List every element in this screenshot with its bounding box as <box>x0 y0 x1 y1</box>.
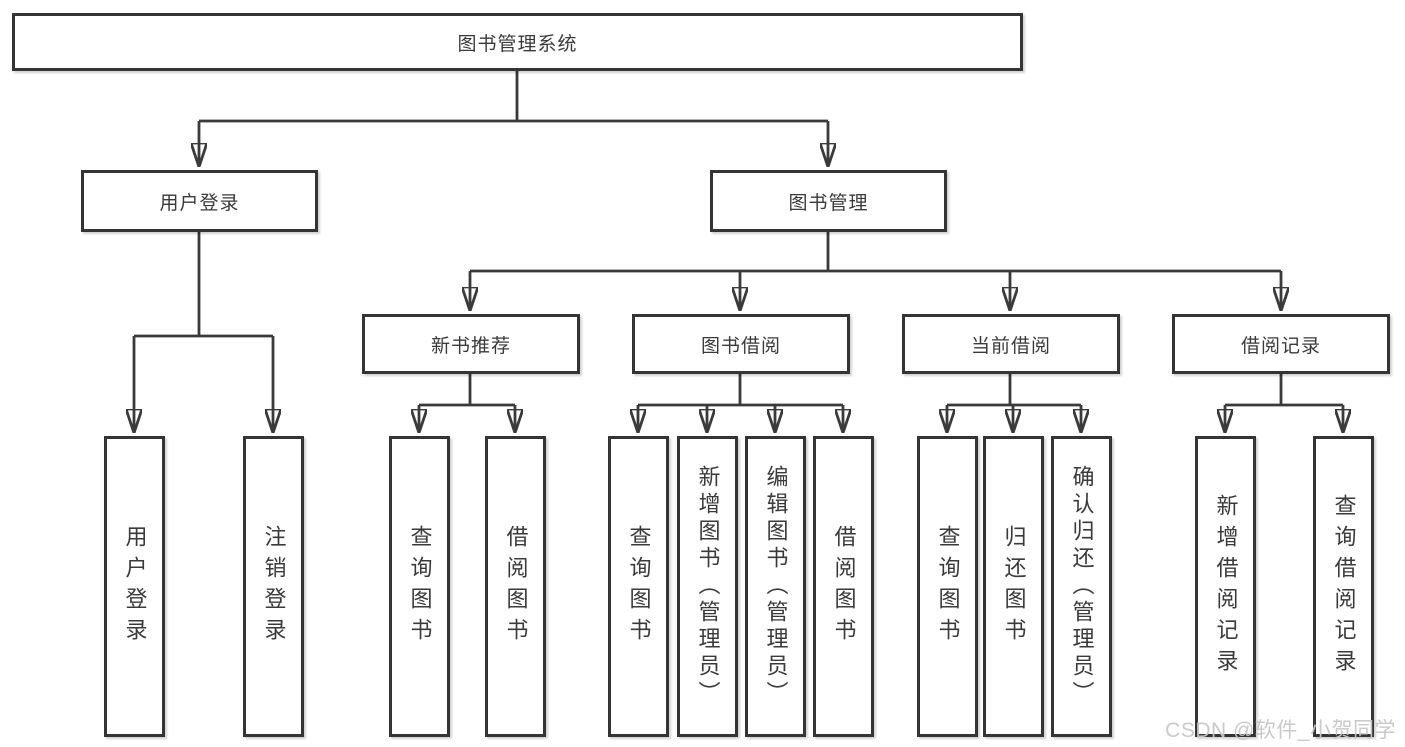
leaf-add-borrow-record: 新增借阅记录 <box>1195 436 1256 737</box>
node-label: 图书管理系统 <box>457 33 578 55</box>
leaf-label: 新增借阅记录 <box>1213 493 1239 680</box>
node-label: 当前借阅 <box>970 335 1051 357</box>
leaf-label: 用户登录 <box>122 524 148 649</box>
leaf-label: 查询图书 <box>626 524 652 649</box>
leaf-label: 编辑图书（管理员） <box>763 465 789 708</box>
leaf-label: 查询图书 <box>935 524 961 649</box>
leaf-label: 查询借阅记录 <box>1331 493 1357 680</box>
leaf-add-book-admin: 新增图书（管理员） <box>677 436 738 737</box>
node-book-management: 图书管理 <box>710 170 947 232</box>
leaf-borrow-books-recommend: 借阅图书 <box>485 436 546 737</box>
csdn-watermark: CSDN @软件_小贺同学 <box>1165 719 1396 742</box>
node-label: 图书管理 <box>788 192 869 214</box>
leaf-query-books-recommend: 查询图书 <box>389 436 450 737</box>
leaf-label: 归还图书 <box>1001 524 1027 649</box>
leaf-return-book: 归还图书 <box>983 436 1044 737</box>
leaf-label: 确认归还（管理员） <box>1069 465 1095 708</box>
node-library-management-system: 图书管理系统 <box>12 13 1023 71</box>
node-new-book-recommendation: 新书推荐 <box>362 314 580 374</box>
leaf-edit-book-admin: 编辑图书（管理员） <box>745 436 806 737</box>
leaf-user-login: 用户登录 <box>104 436 165 737</box>
leaf-query-books-current: 查询图书 <box>917 436 978 737</box>
node-label: 用户登录 <box>159 192 240 214</box>
node-label: 图书借阅 <box>700 335 781 357</box>
node-book-borrowing: 图书借阅 <box>632 314 850 374</box>
leaf-query-borrow-record: 查询借阅记录 <box>1313 436 1374 737</box>
leaf-label: 新增图书（管理员） <box>695 465 721 708</box>
leaf-borrow-books-borrowing: 借阅图书 <box>813 436 874 737</box>
node-label: 新书推荐 <box>430 335 511 357</box>
leaf-logout: 注销登录 <box>243 436 304 737</box>
leaf-confirm-return-admin: 确认归还（管理员） <box>1051 436 1112 737</box>
leaf-label: 注销登录 <box>261 524 287 649</box>
node-borrowing-records: 借阅记录 <box>1172 314 1390 374</box>
leaf-label: 借阅图书 <box>503 524 529 649</box>
node-label: 借阅记录 <box>1240 335 1321 357</box>
leaf-label: 借阅图书 <box>831 524 857 649</box>
leaf-query-books-borrowing: 查询图书 <box>608 436 669 737</box>
leaf-label: 查询图书 <box>407 524 433 649</box>
node-user-login: 用户登录 <box>81 170 318 232</box>
node-current-borrowing: 当前借阅 <box>902 314 1120 374</box>
